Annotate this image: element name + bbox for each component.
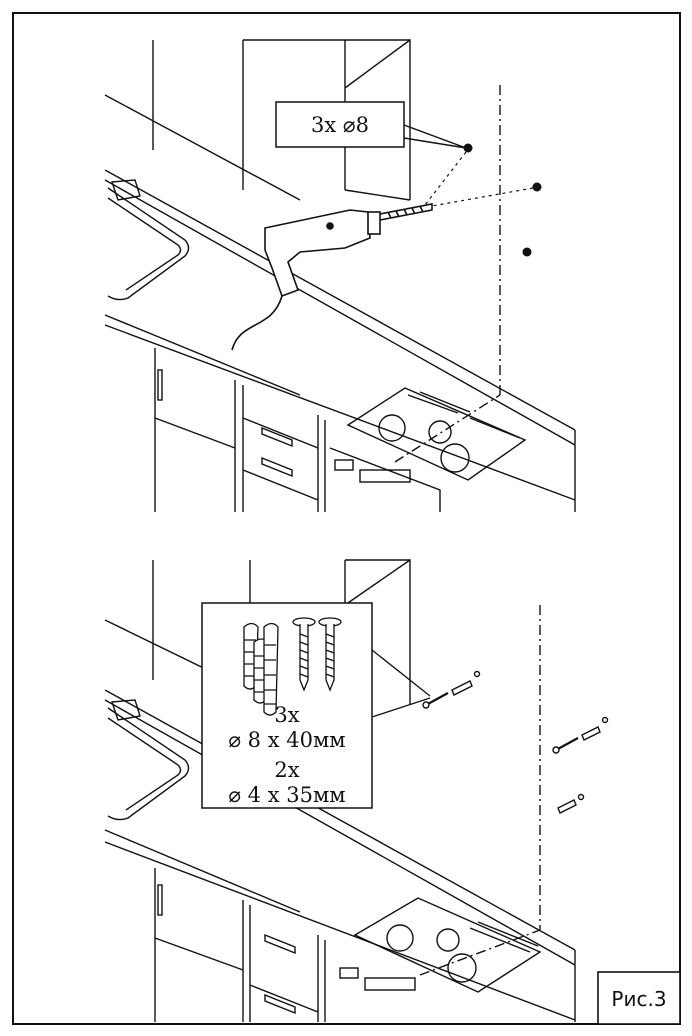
anchor-and-screw-icons (243, 617, 342, 716)
bottom-callout-line-3: 2x (274, 758, 299, 782)
outer-border (12, 12, 681, 1025)
bottom-callout: 3x ⌀ 8 x 40мм 2x ⌀ 4 x 35мм (201, 602, 431, 809)
bottom-callout-line-4: ⌀ 4 x 35мм (228, 783, 345, 807)
figure-label-box: Рис.3 (597, 971, 681, 1025)
drill-icon (231, 203, 433, 351)
top-panel-kitchen-drawing (104, 39, 576, 512)
hole-markers-top (424, 143, 542, 257)
top-callout-label: 3x ⌀8 (311, 113, 369, 137)
figure-label: Рис.3 (611, 987, 666, 1011)
top-callout: 3x ⌀8 (275, 101, 467, 149)
screw-dowel-icon (422, 670, 609, 814)
bottom-callout-line-1: 3x (274, 703, 299, 727)
bottom-callout-line-2: ⌀ 8 x 40мм (228, 728, 345, 752)
